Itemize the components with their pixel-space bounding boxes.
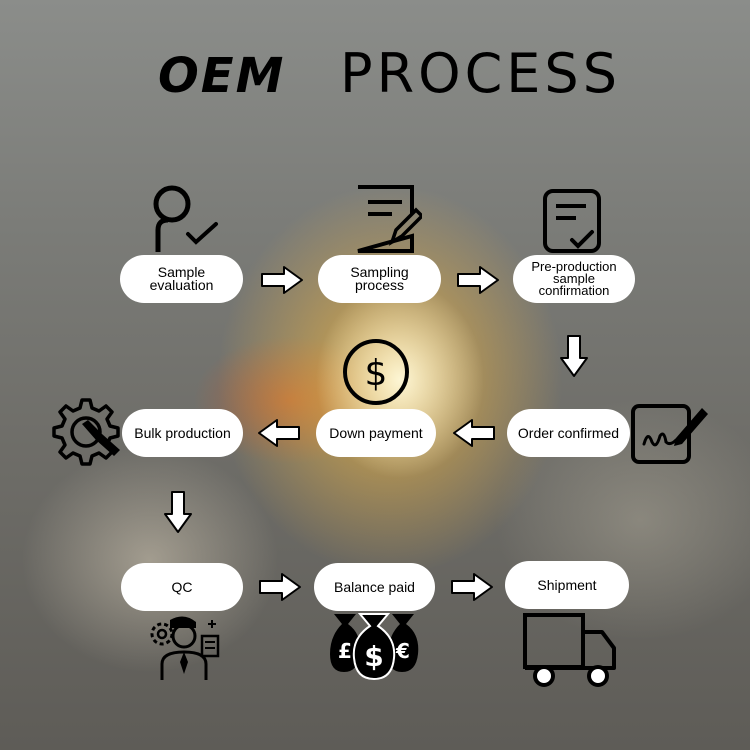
truck-icon — [523, 613, 616, 687]
step-label: Shipment — [537, 576, 597, 593]
dollar-glyph: $ — [365, 353, 388, 394]
person-check-icon — [153, 185, 218, 252]
step-label: QC — [171, 578, 193, 595]
step-balance-paid: Balance paid — [314, 563, 435, 611]
step-label: Bulk production — [134, 424, 231, 441]
step-label: Pre-production sample confirmation — [531, 259, 617, 298]
inspector-icon — [150, 616, 220, 680]
step-label: Sample evaluation — [149, 264, 214, 293]
arrow-down-2 — [164, 491, 192, 533]
arrow-right-2 — [457, 266, 499, 294]
step-sample-evaluation: Sample evaluation — [120, 255, 243, 303]
signature-icon — [631, 404, 708, 464]
step-bulk-production: Bulk production — [122, 409, 243, 457]
arrow-right-1 — [261, 266, 303, 294]
page-title: PROCESS — [340, 42, 621, 105]
arrow-right-4 — [451, 573, 493, 601]
money-bags-icon: £ € $ — [330, 613, 419, 680]
step-qc: QC — [121, 563, 243, 611]
step-pre-production-sample-confirmation: Pre-production sample confirmation — [513, 255, 635, 303]
step-label: Sampling process — [350, 264, 409, 293]
arrow-right-3 — [259, 573, 301, 601]
step-down-payment: Down payment — [316, 409, 436, 457]
step-sampling-process: Sampling process — [318, 255, 441, 303]
brand-logo: OEM — [158, 48, 286, 104]
dollar-glyph: $ — [364, 640, 383, 673]
document-check-icon — [543, 189, 601, 253]
pound-glyph: £ — [338, 639, 352, 663]
dollar-coin-icon: $ — [343, 339, 409, 405]
step-label: Down payment — [329, 424, 423, 441]
euro-glyph: € — [395, 639, 410, 663]
step-label: Balance paid — [334, 578, 415, 595]
arrow-down-1 — [560, 335, 588, 377]
step-order-confirmed: Order confirmed — [507, 409, 630, 457]
gear-wrench-icon — [52, 398, 120, 466]
document-edit-icon — [357, 185, 422, 253]
arrow-left-1 — [453, 419, 495, 447]
arrow-left-2 — [258, 419, 300, 447]
step-label: Order confirmed — [517, 424, 620, 441]
step-shipment: Shipment — [505, 561, 629, 609]
